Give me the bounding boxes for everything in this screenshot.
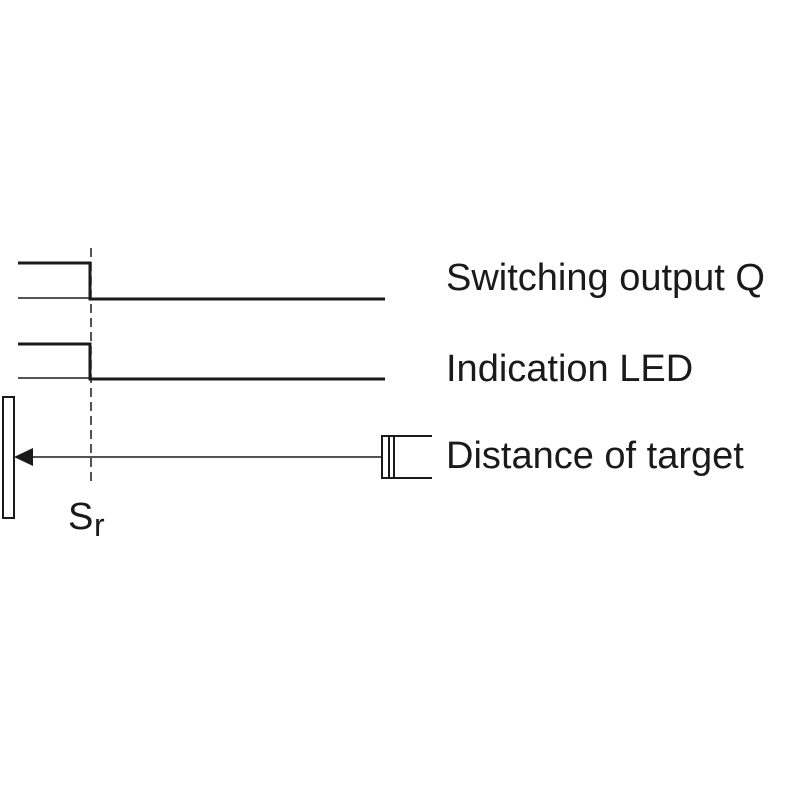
distance-arrow-head	[14, 448, 33, 466]
distance-arrow	[14, 448, 382, 466]
switching-output-signal	[18, 261, 385, 301]
switch-point-symbol: S	[68, 496, 93, 538]
indication-led-waveform	[18, 342, 385, 381]
distance-of-target-label: Distance of target	[446, 435, 744, 477]
switch-point-label: S r	[68, 496, 105, 543]
switching-output-label: Switching output Q	[446, 257, 765, 299]
indication-led-label: Indication LED	[446, 348, 693, 390]
switching-output-waveform	[18, 261, 385, 301]
indication-led-signal	[18, 342, 385, 381]
target-plate	[2, 396, 15, 519]
switch-point-subscript: r	[94, 507, 105, 543]
sensor-icon	[381, 435, 432, 479]
